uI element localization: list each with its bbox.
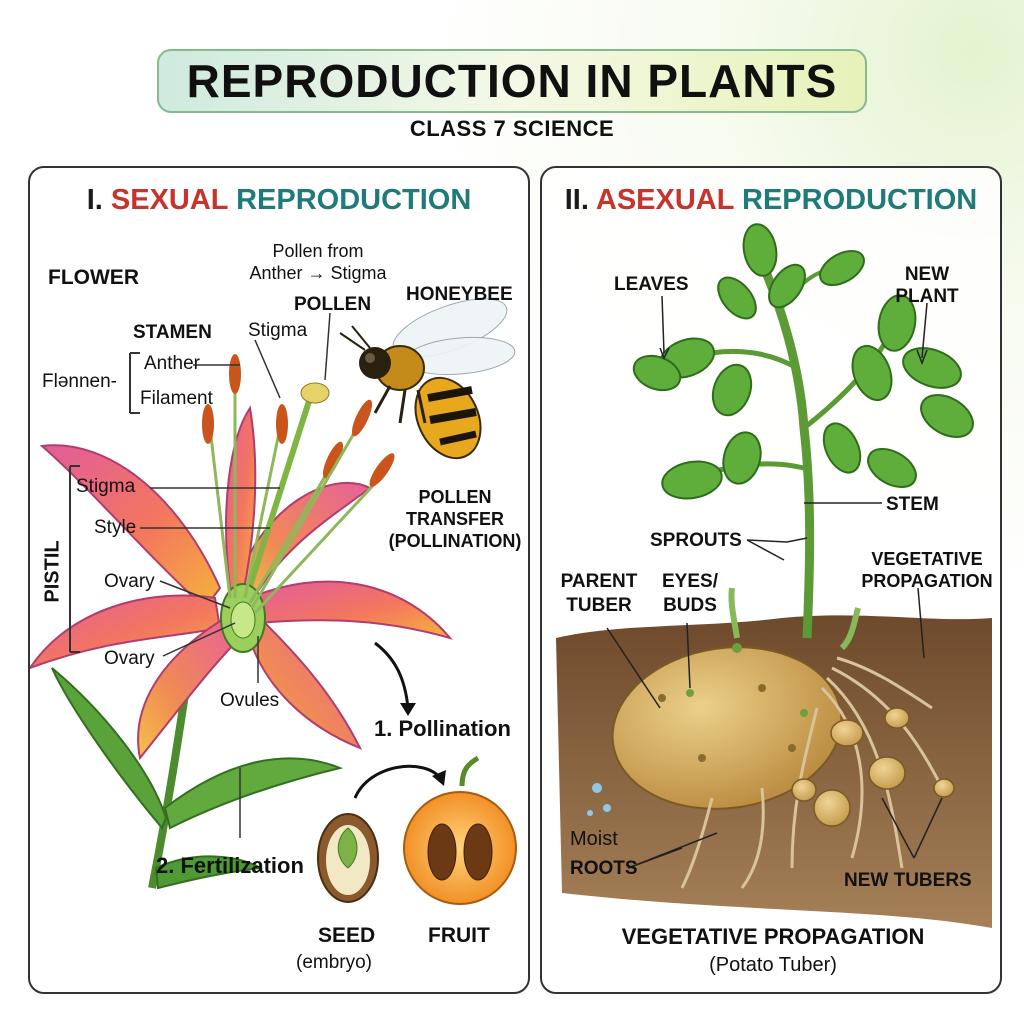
style-label: Style xyxy=(94,517,137,538)
anther-6 xyxy=(202,404,214,444)
sexual-heading-word2: REPRODUCTION xyxy=(236,184,472,216)
page-subtitle: CLASS 7 SCIENCE xyxy=(409,116,615,141)
ovules xyxy=(230,601,256,639)
moisture-drops xyxy=(587,783,611,816)
pistil-label: PISTIL xyxy=(41,540,64,603)
anther-2 xyxy=(276,404,288,444)
new-tubers xyxy=(791,707,955,827)
new-plant-line1: NEW xyxy=(904,264,950,285)
parent-tuber-label: PARENT TUBER xyxy=(554,570,644,618)
stigma-top-label: Stigma xyxy=(248,320,308,341)
ovary-label-2: Ovary xyxy=(104,648,155,669)
sexual-heading: I. SEXUAL REPRODUCTION xyxy=(30,184,528,217)
eyes-buds-line2: BUDS xyxy=(663,595,717,616)
filamen-label: Flənnen- xyxy=(42,371,117,392)
veg-prop-line2: PROPAGATION xyxy=(861,571,993,591)
pollen-from-line2: Anther → Stigma xyxy=(249,263,387,283)
asexual-reproduction-panel: II. ASEXUAL REPRODUCTION xyxy=(540,166,1002,994)
vegetative-propagation-label: VEGETATIVE PROPAGATION xyxy=(852,548,1000,592)
new-plant-line2: PLANT xyxy=(895,286,959,307)
stamen-label: STAMEN xyxy=(133,322,212,343)
eyes-buds-label: EYES/ BUDS xyxy=(650,570,730,618)
anther-label: Anther xyxy=(144,353,200,374)
sprout-2 xyxy=(839,607,861,651)
title-banner: REPRODUCTION IN PLANTS xyxy=(157,49,867,113)
stem-label: STEM xyxy=(886,494,939,515)
anther-1 xyxy=(229,354,241,394)
style xyxy=(240,397,313,609)
new-tubers-label: NEW TUBERS xyxy=(844,870,972,891)
seed-sub-label: (embryo) xyxy=(296,952,373,973)
fruit-illustration xyxy=(403,755,517,905)
potato-illustration xyxy=(556,223,992,928)
sexual-heading-word1: SEXUAL xyxy=(110,184,228,216)
anther-5 xyxy=(369,453,395,487)
asexual-heading-number: II. xyxy=(564,184,589,216)
asexual-caption: VEGETATIVE PROPAGATION xyxy=(621,924,925,949)
petal-left xyxy=(30,594,222,670)
honeybee-label: HONEYBEE xyxy=(406,284,513,305)
anther-3 xyxy=(322,441,344,479)
asexual-heading-word2: REPRODUCTION xyxy=(742,184,978,216)
seed-label: SEED xyxy=(318,924,376,947)
petal-top xyxy=(225,405,257,600)
ovules-label: Ovules xyxy=(220,690,280,711)
ovary-label-1: Ovary xyxy=(104,571,155,592)
page-title: REPRODUCTION IN PLANTS xyxy=(186,55,838,107)
moist-label: Moist xyxy=(570,828,618,850)
pollen-label: POLLEN xyxy=(294,294,372,315)
anther-4 xyxy=(351,399,373,437)
petal-bottom-left xyxy=(137,616,242,761)
leaves-label: LEAVES xyxy=(614,274,689,295)
eyes-buds-line1: EYES/ xyxy=(662,571,718,592)
pollen-transfer-line3: (POLLINATION) xyxy=(388,531,522,551)
left-leaf xyxy=(51,667,168,830)
sexual-reproduction-panel: I. SEXUAL REPRODUCTION xyxy=(28,166,530,994)
pollen-from-label: Pollen from Anther → Stigma xyxy=(238,240,398,284)
parent-tuber-line1: PARENT xyxy=(560,571,638,592)
filament-label: Filament xyxy=(140,388,213,409)
sprout-1 xyxy=(728,587,740,639)
flower-label: FLOWER xyxy=(48,266,139,289)
stigma-label: Stigma xyxy=(76,476,136,497)
seed-illustration xyxy=(317,813,379,903)
veg-prop-line1: VEGETATIVE xyxy=(871,549,983,569)
pollen-transfer-line1: POLLEN xyxy=(418,487,492,507)
pollination-step-label: 1. Pollination xyxy=(374,716,511,741)
plant-stem xyxy=(755,256,815,639)
asexual-heading: II. ASEXUAL REPRODUCTION xyxy=(542,184,1000,217)
petal-right xyxy=(248,580,453,640)
potato-leaves xyxy=(632,223,974,500)
fertilization-step-label: 2. Fertilization xyxy=(156,853,304,878)
lower-leaf xyxy=(154,855,263,890)
asexual-heading-word1: ASEXUAL xyxy=(595,184,734,216)
parent-tuber-line2: TUBER xyxy=(566,595,632,616)
pollen-transfer-line2: TRANSFER xyxy=(406,509,504,529)
sexual-heading-number: I. xyxy=(86,184,103,216)
stigma-top xyxy=(300,382,330,404)
petal-bottom-right xyxy=(243,611,363,750)
fruit-label: FRUIT xyxy=(428,924,490,947)
pollen-transfer-label: POLLEN TRANSFER (POLLINATION) xyxy=(380,486,528,552)
honeybee-illustration xyxy=(339,298,516,460)
pollen-from-line1: Pollen from xyxy=(272,241,364,261)
flower-illustration xyxy=(30,298,517,905)
petal-left-top xyxy=(39,444,222,610)
right-leaf xyxy=(163,757,344,830)
sprouts-label: SPROUTS xyxy=(650,530,742,551)
new-plant-label: NEW PLANT xyxy=(872,264,982,308)
roots-label: ROOTS xyxy=(570,858,638,879)
asexual-caption-sub: (Potato Tuber) xyxy=(709,954,837,976)
